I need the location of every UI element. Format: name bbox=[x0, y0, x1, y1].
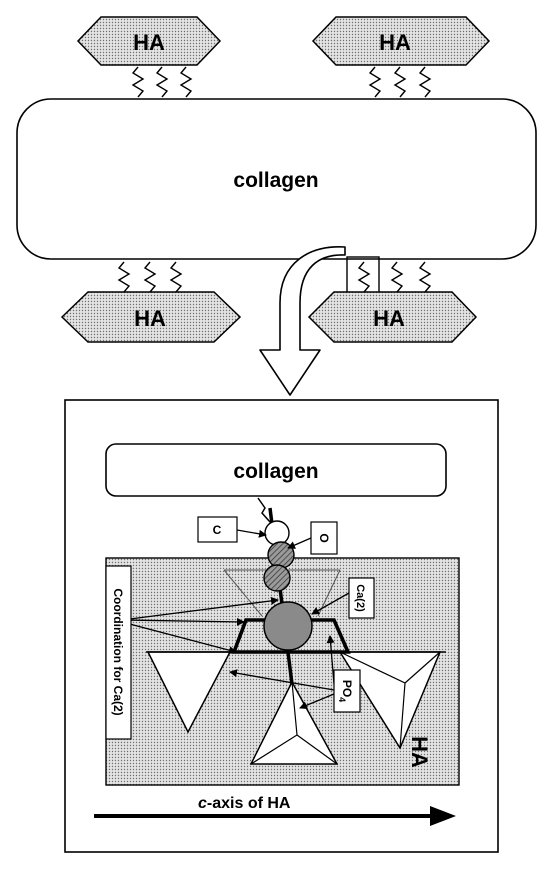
oxygen-atom bbox=[267, 541, 295, 569]
ha-hexagon bbox=[307, 291, 478, 343]
arrow-po4-3 bbox=[299, 693, 335, 710]
arrow-po4-2 bbox=[229, 669, 335, 691]
po4-label: PO4 bbox=[337, 680, 354, 702]
arrow-c bbox=[236, 529, 267, 538]
bond-zigzag bbox=[390, 261, 404, 293]
ha-hexagon bbox=[76, 16, 222, 66]
po4-tetrahedron-bottom bbox=[249, 680, 339, 765]
collagen-strand: collagen bbox=[105, 443, 447, 497]
po4-main: PO bbox=[340, 680, 354, 697]
ha-label-detail: HA bbox=[407, 736, 432, 768]
label-carbon: C bbox=[197, 516, 238, 543]
ha-hexagon bbox=[311, 16, 491, 66]
bond-zigzag bbox=[418, 66, 432, 98]
arrow-coordination-3 bbox=[121, 596, 279, 621]
label-box bbox=[197, 516, 238, 543]
po4-subscript: 4 bbox=[337, 697, 347, 702]
label-po4: PO4 bbox=[333, 669, 361, 713]
label-ca2: Ca(2) bbox=[348, 577, 375, 619]
ha-crystal-bottom-left: HA bbox=[60, 291, 242, 343]
magnification-arrow bbox=[259, 246, 346, 396]
bond-zigzag bbox=[418, 261, 432, 293]
bond-zigzag bbox=[143, 261, 157, 293]
ha-crystal-bottom-right: HA bbox=[307, 291, 478, 343]
bond-zigzag bbox=[169, 261, 183, 293]
c-axis-rest: -axis of HA bbox=[207, 795, 291, 812]
ha-crystal-top-left: HA bbox=[76, 16, 222, 66]
bond-zigzag bbox=[179, 66, 193, 98]
ca2-label: Ca(2) bbox=[354, 584, 366, 612]
c-axis-arrow: c-axis of HA bbox=[94, 795, 456, 826]
bond-zigzag bbox=[357, 261, 371, 293]
arrow-o bbox=[287, 537, 312, 549]
label-box bbox=[105, 565, 132, 740]
arrow-ca2 bbox=[311, 592, 350, 615]
ha-label: HA bbox=[134, 306, 166, 331]
c-axis-italic: c bbox=[198, 795, 207, 812]
carbon-label: C bbox=[213, 523, 222, 537]
ha-crystal-top-right: HA bbox=[311, 16, 491, 66]
ha-hexagon bbox=[60, 291, 242, 343]
zigzag-links-bottom bbox=[117, 261, 432, 293]
annotation-arrows bbox=[121, 529, 350, 710]
label-box bbox=[310, 521, 338, 555]
ca2-atom bbox=[263, 601, 313, 651]
c-axis-arrowhead bbox=[430, 806, 456, 826]
ha-label: HA bbox=[379, 30, 411, 55]
ha-label: HA bbox=[373, 306, 405, 331]
ha-label: HA bbox=[133, 30, 165, 55]
label-oxygen: O bbox=[310, 521, 338, 555]
carbon-atom bbox=[264, 520, 290, 546]
bond-zigzag bbox=[393, 66, 407, 98]
bond-zigzag bbox=[117, 261, 131, 293]
oxygen-label: O bbox=[317, 533, 331, 542]
label-coordination: Coordination for Ca(2) bbox=[105, 565, 132, 740]
collagen-label: collagen bbox=[233, 460, 318, 483]
collagen-carbon-bond bbox=[257, 497, 271, 523]
coordination-label: Coordination for Ca(2) bbox=[111, 588, 125, 715]
c-axis-label: c-axis of HA bbox=[198, 795, 291, 812]
zigzag-links-top bbox=[131, 66, 432, 98]
collagen-fibril: collagen bbox=[16, 98, 537, 260]
label-box bbox=[333, 669, 361, 713]
arrow-coordination-1 bbox=[121, 617, 245, 626]
collagen-strand-body bbox=[105, 443, 447, 497]
arrow-po4-1 bbox=[326, 635, 335, 685]
collagen-body bbox=[16, 98, 537, 260]
bond-zigzag bbox=[131, 66, 145, 98]
bond-zigzag bbox=[368, 66, 382, 98]
oxygen-atom-2 bbox=[263, 564, 291, 592]
arrow-coordination-2 bbox=[121, 621, 237, 655]
collagen-label: collagen bbox=[233, 169, 318, 192]
label-box bbox=[348, 577, 375, 619]
phosphate-tetrahedra bbox=[146, 569, 442, 765]
bond-zigzag bbox=[155, 66, 169, 98]
